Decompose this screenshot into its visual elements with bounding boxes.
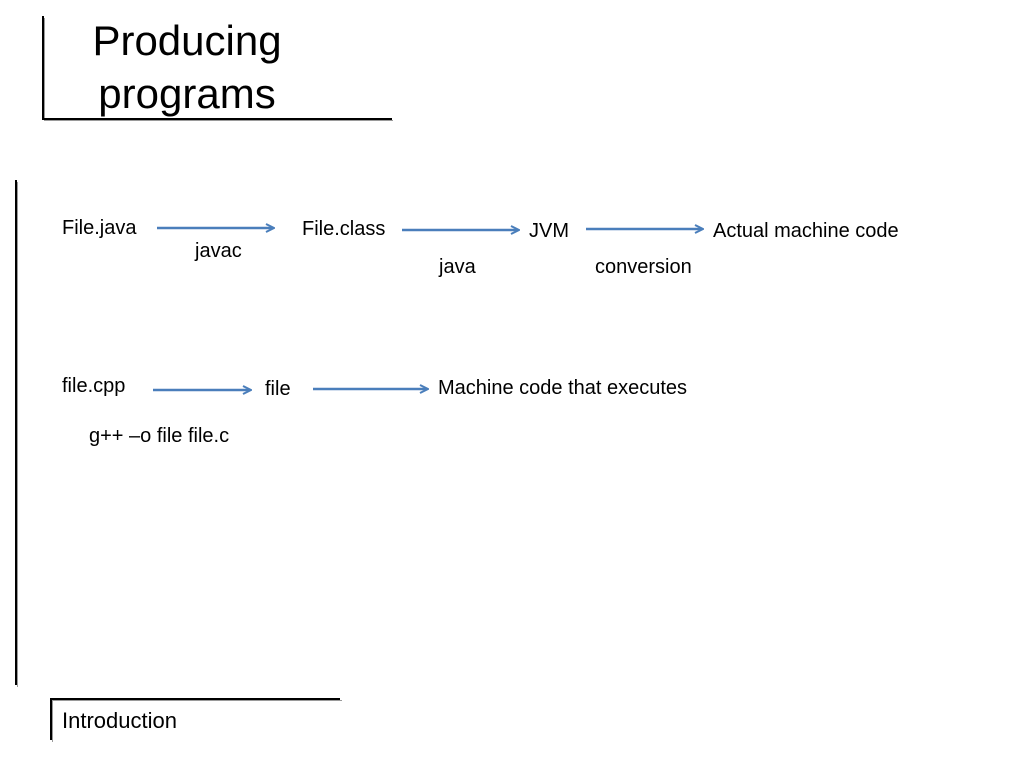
slide-title: Producing programs [62,14,312,120]
java-source-label: File.java [62,217,137,239]
title-left-rule-shadow [44,18,45,120]
content-left-rule-shadow [17,182,18,687]
title-line-2: programs [98,70,276,117]
footer-top-rule [50,698,340,700]
title-bottom-rule [42,118,392,120]
gpp-command-label: g++ –o file file.c [89,425,230,447]
java-command-label: java [439,256,476,278]
title-left-rule [42,16,44,118]
footer-top-rule-shadow [52,700,342,701]
title-line-1: Producing [92,17,282,64]
cpp-source-label: file.cpp [62,375,126,397]
class-file-label: File.class [302,218,386,240]
jvm-label: JVM [529,220,569,242]
actual-machine-code-label: Actual machine code [713,220,899,242]
footer-left-rule [50,698,52,740]
title-bottom-rule-shadow [44,120,393,121]
binary-file-label: file [265,378,291,400]
conversion-label: conversion [595,256,692,278]
executing-machine-code-label: Machine code that executes [438,377,688,399]
javac-label: javac [195,240,242,262]
footer-left-rule-shadow [52,700,53,742]
content-left-rule [15,180,17,685]
footer-section-label: Introduction [62,708,177,733]
